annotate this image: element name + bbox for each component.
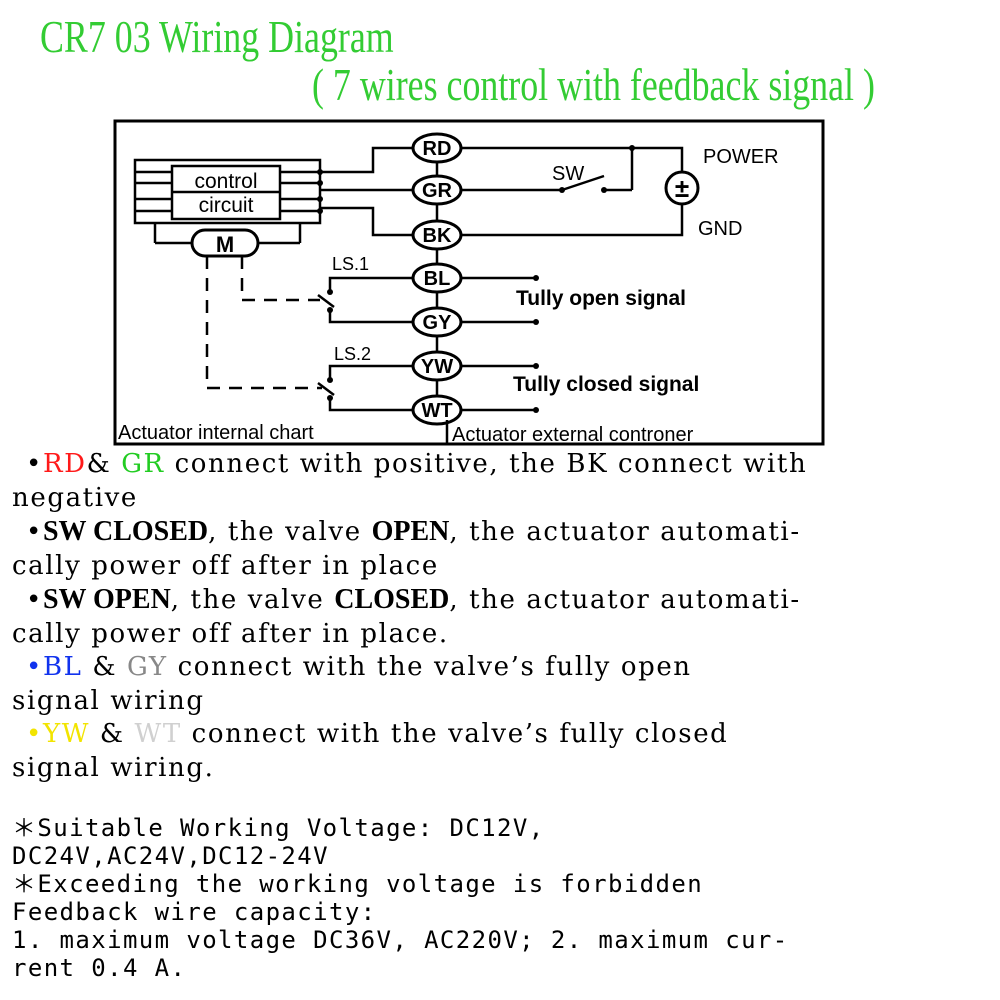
- power-source-icon: [664, 170, 700, 206]
- terminal-rd: [411, 132, 463, 164]
- diagram-title: CR7 03 Wiring Diagram: [40, 11, 394, 62]
- diagram-frame: [113, 119, 825, 446]
- note-sw-closed: •SW CLOSED, the valve OPEN, the actuator…: [12, 516, 801, 581]
- terminal-rd-label: RD: [423, 138, 452, 160]
- terminal-bl-label: BL: [424, 268, 451, 290]
- terminal-column: RD GR BK BL GY YW WT: [411, 132, 463, 426]
- voltage-specs: ＊Suitable Working Voltage: DC12V, DC24V,…: [12, 814, 997, 982]
- note-bl-gy: •BL & GY connect with the valve’s fully …: [12, 652, 692, 716]
- switch-label: SW: [552, 163, 584, 185]
- motor-icon: [190, 228, 260, 258]
- control-circuit-block: [133, 158, 322, 245]
- spec-line-6: rent 0.4 A.: [12, 954, 187, 982]
- terminal-wt: [411, 394, 463, 426]
- spec-line-5: 1. maximum voltage DC36V, AC220V; 2. max…: [12, 926, 789, 954]
- power-symbol: ±: [675, 173, 689, 203]
- ls2-label: LS.2: [334, 344, 371, 364]
- ls1-label: LS.1: [332, 254, 369, 274]
- gnd-label: GND: [698, 218, 742, 240]
- limit-switch-2: [317, 364, 412, 412]
- wiring-notes: •RD& GR connect with positive, the BK co…: [12, 448, 997, 785]
- open-signal-label: Tully open signal: [516, 287, 686, 310]
- internal-chart-caption: Actuator internal chart: [118, 422, 314, 444]
- yw-code: YW: [42, 719, 91, 749]
- terminal-yw-label: YW: [421, 356, 453, 378]
- spec-line-3: ＊Exceeding the working voltage is forbid…: [12, 870, 704, 898]
- wiring-diagram: control circuit M LS.1 LS.2: [113, 119, 825, 446]
- terminal-wt-label: WT: [421, 400, 452, 422]
- power-label: POWER: [703, 146, 779, 168]
- note-rd-gr: •RD& GR connect with positive, the BK co…: [12, 449, 808, 513]
- circuit-label-text: circuit: [199, 194, 254, 217]
- spec-line-2: DC24V,AC24V,DC12-24V: [12, 842, 329, 870]
- spec-line-4: Feedback wire capacity:: [12, 898, 377, 926]
- bl-code: BL: [42, 652, 83, 682]
- closed-signal-label: Tully closed signal: [513, 373, 699, 396]
- terminal-gy: [411, 306, 463, 338]
- limit-switch-1: [317, 276, 412, 324]
- terminal-gr-label: GR: [422, 180, 453, 202]
- control-label: control: [194, 170, 257, 193]
- terminal-gr: [411, 174, 463, 206]
- terminal-bk-label: BK: [423, 225, 452, 247]
- spec-line-1: ＊Suitable Working Voltage: DC12V,: [12, 814, 545, 842]
- terminal-bl: [411, 262, 463, 294]
- gr-code: GR: [121, 449, 165, 479]
- note-sw-open: •SW OPEN, the valve CLOSED, the actuator…: [12, 584, 801, 649]
- gy-code: GY: [127, 652, 168, 682]
- rd-code: RD: [42, 449, 87, 479]
- wt-code: WT: [134, 719, 182, 749]
- motor-label: M: [216, 232, 234, 257]
- diagram-subtitle: ( 7 wires control with feedback signal ): [312, 59, 875, 110]
- terminal-gy-label: GY: [423, 312, 453, 334]
- terminal-yw: [411, 350, 463, 382]
- terminal-bk: [411, 219, 463, 251]
- note-yw-wt: •YW & WT connect with the valve’s fully …: [12, 719, 729, 783]
- external-controller-caption: Actuator external controner: [452, 424, 694, 446]
